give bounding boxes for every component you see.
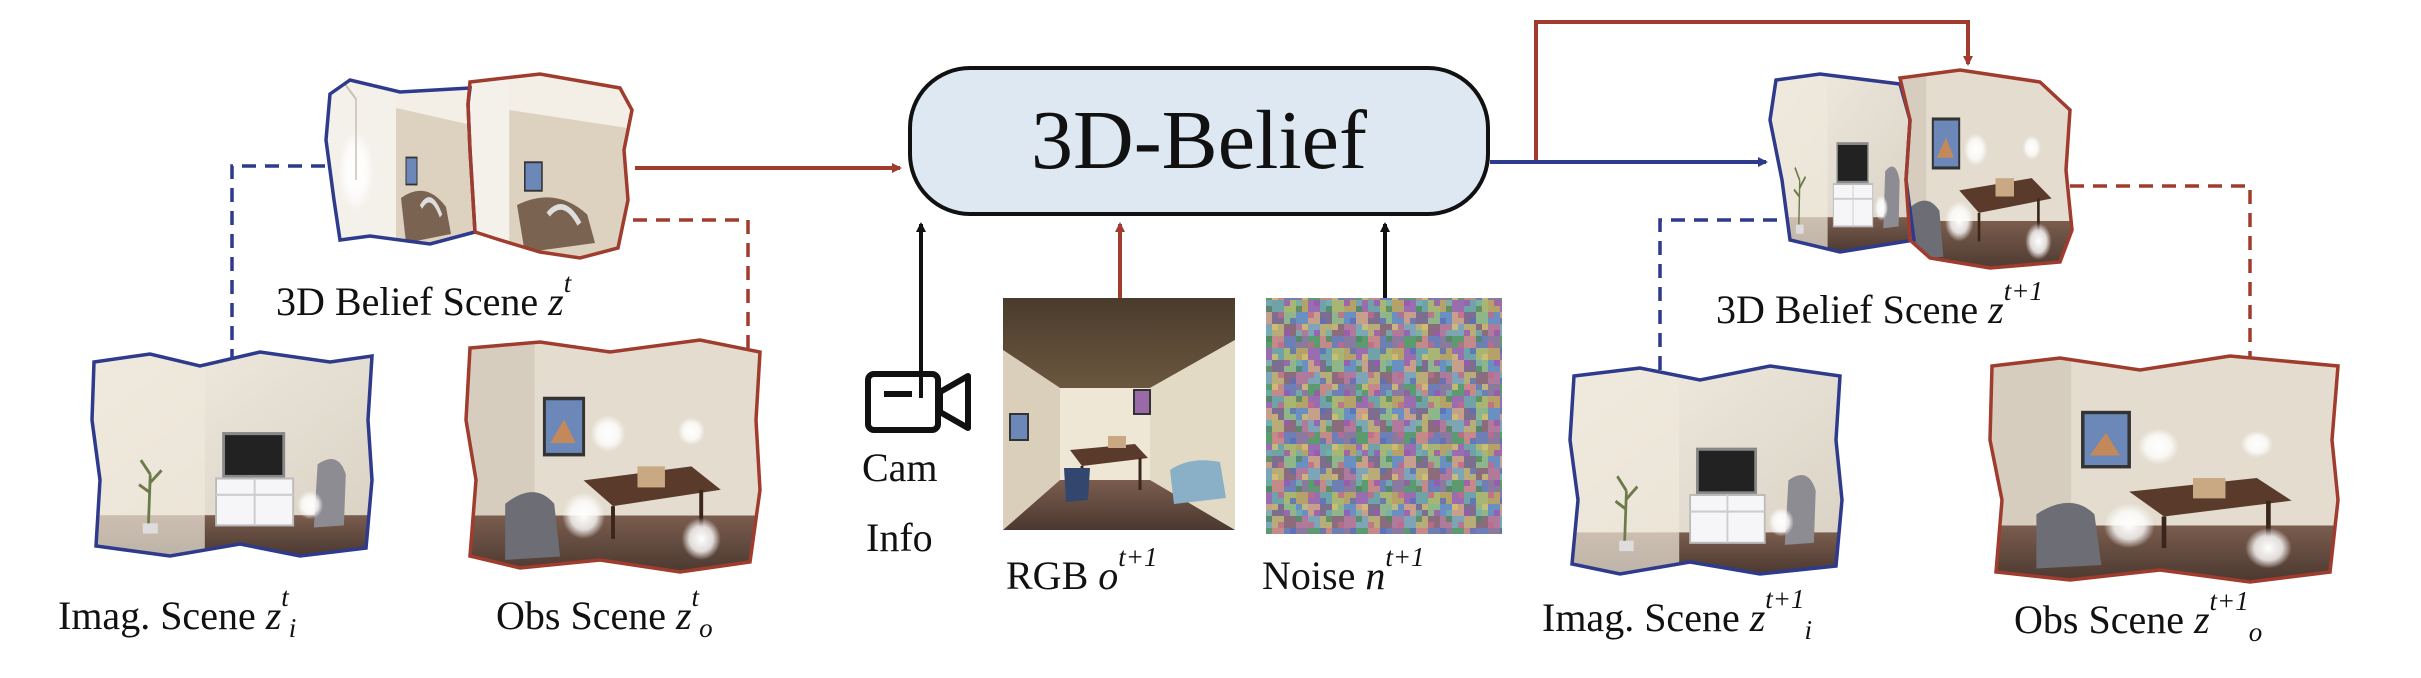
label-imag-scene-t: Imag. Scene zti: [58, 582, 297, 644]
label-cam-line2: Info: [866, 515, 933, 560]
imag-scene-t1-image: [1568, 364, 1844, 576]
link-obs-t1: [2070, 184, 2252, 364]
obs-scene-t-image: [464, 338, 762, 574]
label-imag-scene-t1: Imag. Scene zt+1i: [1542, 584, 1813, 646]
label-noise: Noise nt+1: [1262, 542, 1425, 598]
model-title: 3D-Belief: [1031, 94, 1367, 187]
label-cam-line1: Cam: [862, 445, 938, 490]
link-imag-t1: [1658, 218, 1777, 380]
imag-scene-t-image: [90, 350, 374, 558]
rgb-observation-image: [1003, 298, 1235, 530]
label-rgb: RGB ot+1: [1006, 542, 1158, 598]
noise-image: [1266, 298, 1502, 534]
belief-model-box: 3D-Belief: [908, 66, 1490, 216]
belief-scene-t1-image: [1768, 68, 2074, 270]
label-belief-scene-t: 3D Belief Scene zt: [276, 268, 572, 324]
link-imag-t: [230, 164, 325, 364]
belief-scene-t-image: [324, 72, 634, 260]
obs-scene-t1-image: [1988, 354, 2340, 584]
label-obs-scene-t: Obs Scene zto: [496, 582, 713, 644]
label-obs-scene-t1: Obs Scene zt+1o: [2014, 586, 2263, 648]
label-belief-scene-t1: 3D Belief Scene zt+1: [1716, 276, 2043, 332]
video-camera-icon: [865, 371, 971, 433]
link-obs-t: [610, 218, 750, 348]
